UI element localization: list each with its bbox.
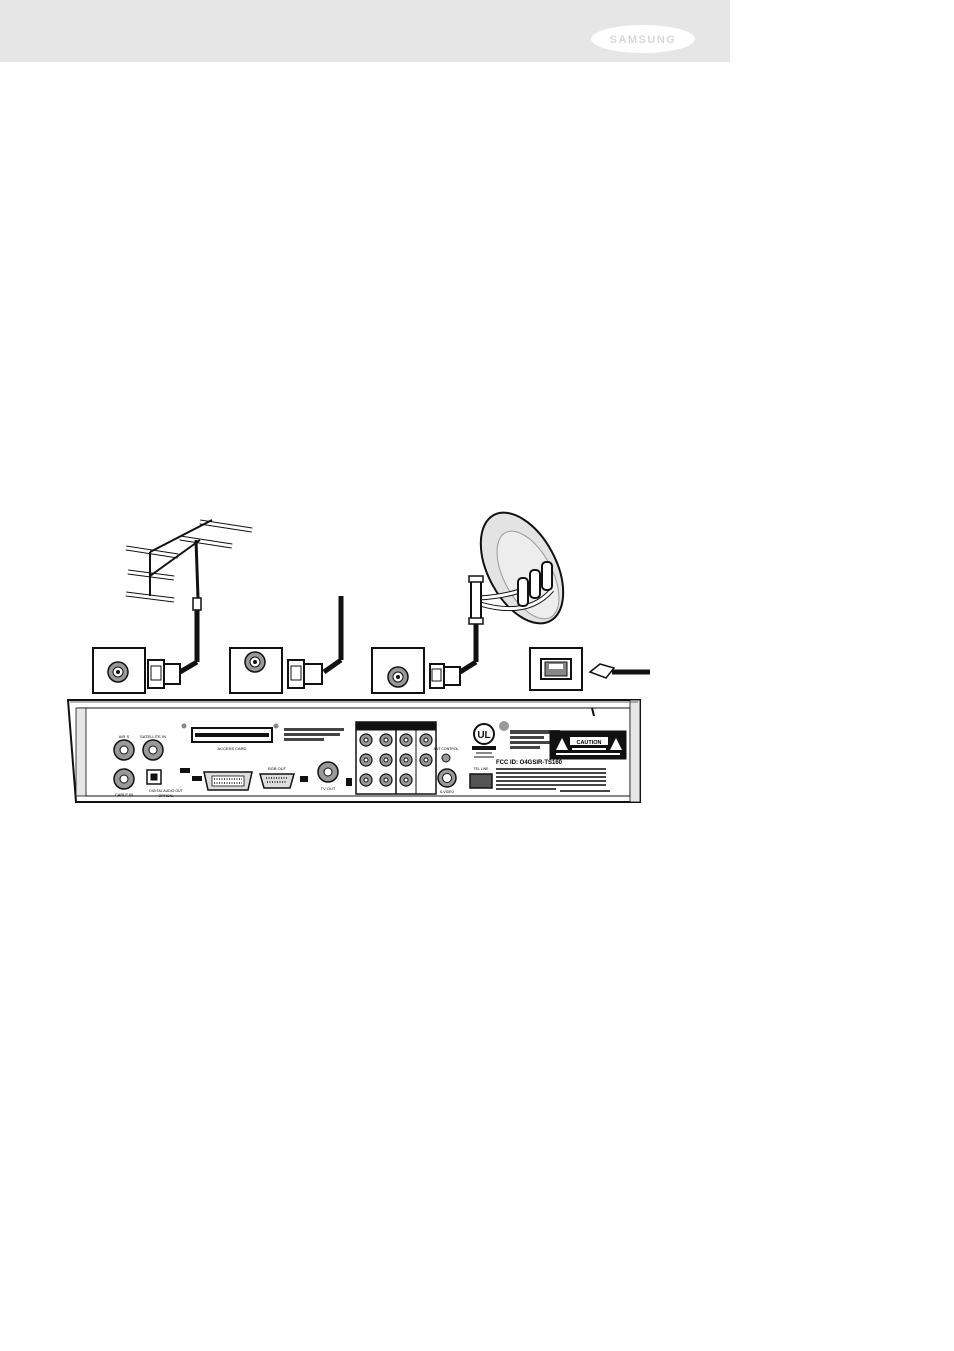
satellite-input-connector [371,647,461,694]
panel-mark [591,707,595,717]
ul-listed-logo: UL [472,723,496,758]
tel-line-jack [469,773,493,789]
panel-rf-jacks [113,739,164,790]
digital-audio-out-label: DIGITAL AUDIO OUT [149,789,183,793]
satellite-in-label: SATELLITE IN [140,734,166,739]
av-jack-block [355,721,437,795]
antenna-input-connector [92,647,181,694]
svg-text:UL: UL [477,730,490,741]
panel-switches [180,768,352,786]
rgb-out-label: RGB OUT [268,766,287,771]
antenna-icon [125,519,253,675]
caution-label: CAUTION [576,740,601,746]
cable-input-connector [229,647,323,694]
rgb-out-connector [259,773,295,789]
panel-screw [499,721,509,731]
s-video-jack [437,753,457,788]
caution-box [549,730,627,760]
brand-text: SAMSUNG [610,34,677,46]
samsung-logo: SAMSUNG [591,25,695,53]
cable-in-label: CABLE IN [115,792,133,797]
tel-line-label: TEL LINE [473,767,489,771]
dvi-connector [203,771,253,791]
optical-label: OPTICAL [159,794,174,798]
access-card-label: ACCESS CARD [218,746,247,751]
satellite-dish-icon [458,511,565,675]
ant-control-label: ANT CONTROL [433,747,458,751]
cable-wire-icon [322,596,344,675]
tv-out-label: TV OUT [321,786,336,791]
label-text-block [284,728,610,792]
s-video-label: S-VIDEO [440,790,455,794]
fcc-id-label: FCC ID: O4GSIR-TS160 [496,760,563,766]
phone-line-connector [529,647,650,691]
airs-label: AIR S [119,734,130,739]
optical-out-jack [146,769,162,785]
access-card-slot [181,723,279,743]
tv-out-jack [317,761,339,783]
